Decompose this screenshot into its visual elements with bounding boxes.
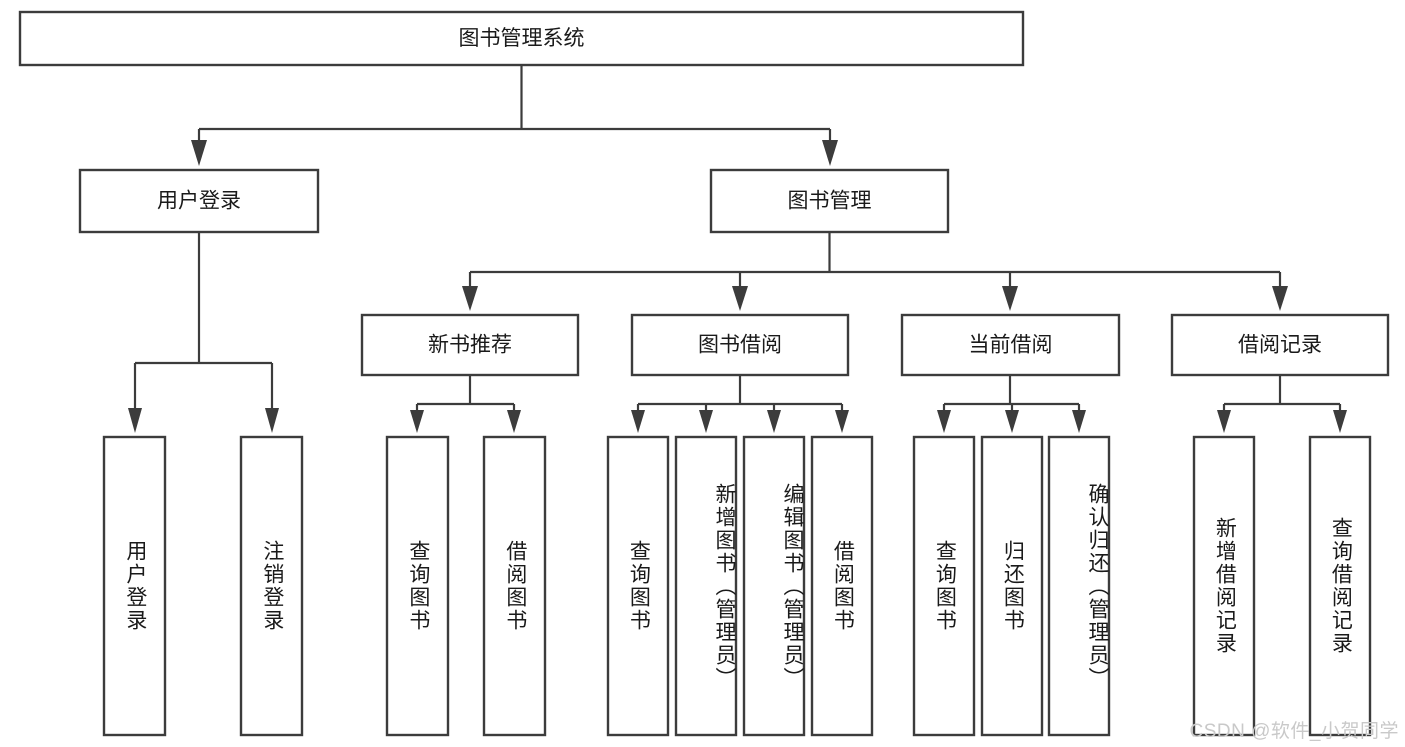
leaf-box-bw-query-book[interactable] (606, 435, 670, 737)
node-layer: 图书管理系统 用户登录 图书管理 新书推荐 图书借阅 当前借阅 借阅记录 (18, 10, 1390, 737)
connector-layer (128, 65, 1347, 433)
node-root-label: 图书管理系统 (459, 27, 585, 50)
arrowhead-leaf-userlogin (128, 408, 142, 433)
arrowhead-current (1002, 286, 1018, 311)
arrowhead-bw-edit (767, 410, 781, 433)
arrowhead-bw-borrow (835, 410, 849, 433)
leaf-box-bw-borrow-book[interactable] (810, 435, 874, 737)
csdn-watermark: CSDN @软件_小贺同学 (1189, 721, 1399, 742)
arrowhead-bw-query (631, 410, 645, 433)
node-book-borrow-label: 图书借阅 (698, 334, 782, 357)
node-user-login-box[interactable] (78, 168, 320, 234)
arrowhead-bookmgmt (822, 140, 838, 166)
node-root-box[interactable] (18, 10, 1025, 67)
node-new-book-recommend-box[interactable] (360, 313, 580, 377)
node-borrow-record-box[interactable] (1170, 313, 1390, 377)
node-book-management-label: 图书管理 (788, 190, 872, 213)
leaf-box-rec-add-record[interactable] (1192, 435, 1256, 737)
arrowhead-nb-query (410, 410, 424, 433)
arrowhead-borrow (732, 286, 748, 311)
leaf-box-rec-query-record[interactable] (1308, 435, 1372, 737)
node-current-borrow-box[interactable] (900, 313, 1121, 377)
arrowhead-nb-borrow (507, 410, 521, 433)
leaf-box-bw-add-book[interactable] (674, 435, 738, 737)
arrowhead-cur-query (937, 410, 951, 433)
node-book-borrow-box[interactable] (630, 313, 850, 377)
arrowhead-login (191, 140, 207, 166)
arrowhead-newbook (462, 286, 478, 311)
arrowhead-cur-return (1005, 410, 1019, 433)
node-book-management-box[interactable] (709, 168, 950, 234)
arrowhead-rec-add (1217, 410, 1231, 433)
arrowhead-rec-query (1333, 410, 1347, 433)
arrowhead-record (1272, 286, 1288, 311)
leaf-box-logout[interactable] (239, 435, 304, 737)
node-new-book-recommend-label: 新书推荐 (428, 334, 512, 357)
leaf-box-cur-return-book[interactable] (980, 435, 1044, 737)
leaf-box-cur-confirm-return[interactable] (1047, 435, 1111, 737)
arrowhead-bw-add (699, 410, 713, 433)
arrowhead-leaf-logout (265, 408, 279, 433)
leaf-box-cur-query-book[interactable] (912, 435, 976, 737)
node-user-login-label: 用户登录 (157, 190, 241, 213)
node-borrow-record-label: 借阅记录 (1238, 334, 1322, 357)
leaf-box-bw-edit-book[interactable] (742, 435, 806, 737)
leaf-box-nb-query-book[interactable] (385, 435, 450, 737)
leaf-box-nb-borrow-book[interactable] (482, 435, 547, 737)
arrowhead-cur-confirm (1072, 410, 1086, 433)
leaf-box-user-login[interactable] (102, 435, 167, 737)
node-current-borrow-label: 当前借阅 (969, 334, 1053, 357)
